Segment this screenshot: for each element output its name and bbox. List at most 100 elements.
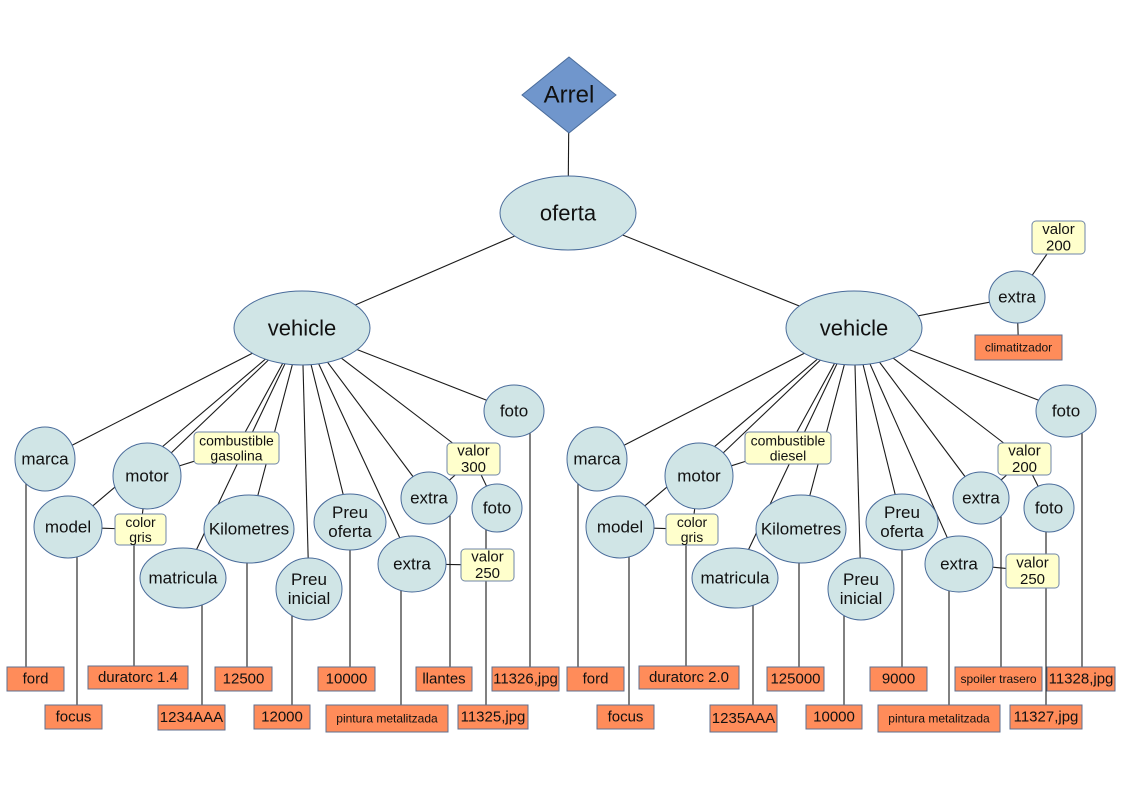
edge-v2_extra2-v2_valor250	[992, 566, 1007, 570]
text-value-box-v1-t-km: 12500	[214, 666, 273, 692]
node-label: valor	[1016, 554, 1049, 571]
text-value-box-shape	[491, 666, 560, 692]
element-node-v2-extra1: extra	[952, 471, 1010, 525]
element-node-v1-extra2: extra	[377, 535, 447, 593]
text-value-box-shape	[638, 665, 740, 690]
node-label: 12500	[223, 671, 265, 688]
edge-v2-v2_valor200	[892, 357, 1005, 444]
attribute-box-shape	[114, 513, 167, 546]
element-node-v2-extraTop: extra	[988, 270, 1046, 324]
node-label: extra	[998, 288, 1036, 307]
text-value-box-shape	[87, 665, 189, 690]
edge-v1-v1_extra1	[327, 361, 414, 477]
element-node-v1-marca: marca	[14, 426, 76, 492]
element-node-shape	[585, 495, 655, 559]
text-value-box-shape	[877, 704, 1001, 733]
node-label: foto	[1052, 402, 1080, 421]
node-label: oferta	[328, 522, 372, 541]
node-label: extra	[410, 489, 448, 508]
text-value-box-v2-t-preuof: 9000	[869, 666, 928, 692]
edge-v2-v2_extraTop	[918, 301, 990, 317]
element-node-v2: vehicle	[785, 290, 923, 366]
node-label: valor	[457, 442, 490, 459]
root-diamond-shape	[521, 56, 617, 134]
element-node-shape	[755, 494, 847, 564]
text-value-box-v2-t-spoiler: spoiler trasero	[954, 666, 1043, 692]
edge-v2-v2_motor	[722, 359, 821, 454]
element-node-shape	[483, 384, 545, 438]
node-label: duratorc 1.4	[98, 669, 178, 686]
edge-v1-v1_extra2	[318, 363, 401, 539]
edge-v1_extra1-v1_valor300	[449, 474, 456, 481]
node-label: Preu	[332, 503, 368, 522]
node-label: 10000	[326, 671, 368, 688]
element-node-shape	[1023, 483, 1075, 533]
node-label: 12000	[261, 709, 303, 726]
text-value-box-v2-t-foto2: 11327,jpg	[1009, 704, 1083, 730]
node-label: 250	[1020, 571, 1045, 588]
element-node-shape	[14, 426, 76, 492]
edge-v1-v1_marca	[71, 352, 253, 446]
attribute-box-shape	[1031, 220, 1086, 255]
text-value-box-shape	[1046, 666, 1116, 692]
edge-v1-v1_km	[257, 364, 293, 496]
node-label: extra	[962, 489, 1000, 508]
node-label: ford	[583, 671, 609, 688]
element-node-shape	[33, 495, 103, 559]
text-value-box-shape	[869, 666, 928, 692]
element-node-v2-motor: motor	[664, 442, 734, 510]
node-label: pintura metalitzada	[336, 712, 438, 726]
edge-v1-v1_preuini	[302, 364, 309, 559]
element-node-shape	[924, 535, 994, 593]
element-node-v1-foto2: foto	[471, 483, 523, 533]
edges-layer	[25, 132, 1083, 705]
element-node-v2-extra2: extra	[924, 535, 994, 593]
node-label: combustible	[199, 432, 274, 448]
element-node-v1: vehicle	[233, 290, 371, 366]
text-value-box-shape	[954, 666, 1043, 692]
node-label: 300	[461, 459, 486, 476]
node-label: 1234AAA	[160, 709, 223, 726]
node-label: focus	[56, 709, 92, 726]
edge-v1_motor-v1_color	[141, 508, 144, 515]
node-label: foto	[1035, 499, 1063, 518]
element-node-shape	[377, 535, 447, 593]
element-node-v1-km: Kilometres	[203, 494, 295, 564]
element-node-shape	[499, 175, 637, 251]
text-value-box-shape	[805, 704, 863, 730]
edge-v2_valor200-v2_foto2	[1032, 474, 1039, 487]
node-label: llantes	[422, 671, 465, 688]
element-node-v1-motor: motor	[112, 442, 182, 510]
text-value-box-v2-t-focus: focus	[596, 704, 655, 730]
element-node-shape	[233, 290, 371, 366]
element-node-shape	[952, 471, 1010, 525]
node-label: 200	[1012, 459, 1037, 476]
text-value-box-v1-t-preuini: 12000	[253, 704, 311, 730]
text-value-box-v2-t-pintura: pintura metalitzada	[877, 704, 1001, 733]
text-value-box-shape	[415, 666, 473, 692]
element-node-v2-km: Kilometres	[755, 494, 847, 564]
element-node-shape	[785, 290, 923, 366]
element-node-shape	[827, 557, 895, 621]
text-value-box-shape	[157, 704, 226, 731]
node-label: climatitzador	[985, 341, 1052, 355]
text-value-box-v2-t-preuini: 10000	[805, 704, 863, 730]
node-label: foto	[483, 499, 511, 518]
text-value-box-v2-t-ford: ford	[566, 666, 625, 692]
text-value-box-v1-t-focus: focus	[44, 704, 103, 730]
node-label: 10000	[813, 709, 855, 726]
text-value-box-shape	[44, 704, 103, 730]
node-label: pintura metalitzada	[888, 712, 990, 726]
node-label: focus	[608, 709, 644, 726]
element-node-shape	[1035, 384, 1097, 438]
text-value-box-v2-t-clima: climatitzador	[974, 334, 1063, 361]
text-value-box-v1-t-llantes: llantes	[415, 666, 473, 692]
element-node-shape	[865, 493, 939, 551]
